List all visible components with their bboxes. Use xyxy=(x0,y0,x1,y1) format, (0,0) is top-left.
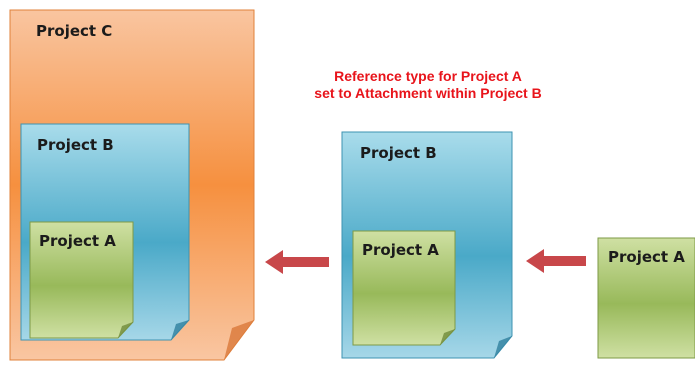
nested-project-b-label: Project B xyxy=(37,136,114,154)
left-arrow-icon xyxy=(265,250,329,274)
reference-type-caption: Reference type for Project A set to Atta… xyxy=(272,68,584,102)
project-c-label: Project C xyxy=(36,22,113,40)
right-arrow-icon xyxy=(526,249,586,273)
nested-project-a-document: Project A xyxy=(29,221,134,339)
middle-project-a-shape xyxy=(352,230,456,346)
nested-project-a-shape xyxy=(29,221,134,339)
nested-project-a-label: Project A xyxy=(39,232,116,250)
caption-line-2: set to Attachment within Project B xyxy=(314,85,542,101)
standalone-project-a-label: Project A xyxy=(608,248,685,266)
middle-project-a-document: Project A xyxy=(352,230,456,346)
middle-project-b-label: Project B xyxy=(360,144,437,162)
middle-project-a-label: Project A xyxy=(362,241,439,259)
standalone-project-a-shape xyxy=(597,237,695,359)
caption-line-1: Reference type for Project A xyxy=(334,68,522,84)
standalone-project-a-document: Project A xyxy=(597,237,695,359)
